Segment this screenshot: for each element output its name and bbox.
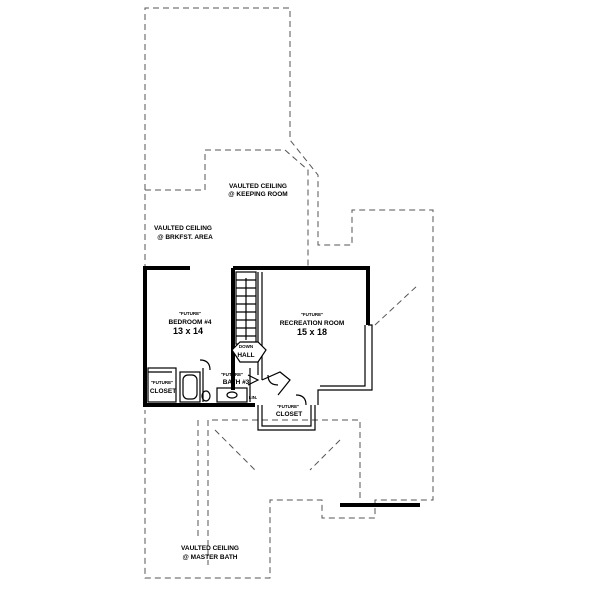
- bath-fixtures: [147, 367, 251, 403]
- label-vaulted-master-1: VAULTED CEILING: [181, 545, 239, 552]
- label-bath-future: "FUTURE": [221, 372, 244, 377]
- room-labels: VAULTED CEILING @ KEEPING ROOM VAULTED C…: [150, 183, 344, 561]
- label-rec-size: 15 x 18: [297, 327, 327, 337]
- staircase: [235, 271, 257, 345]
- label-vaulted-keeping-1: VAULTED CEILING: [229, 183, 287, 190]
- label-hall: HALL: [237, 352, 254, 359]
- lower-floor-outline: [144, 7, 434, 579]
- label-closet1-name: CLOSET: [150, 388, 176, 395]
- label-bedroom-name: BEDROOM #4: [169, 319, 212, 326]
- label-rec-future: "FUTURE": [301, 312, 324, 317]
- label-down: DOWN: [239, 344, 253, 349]
- label-vaulted-brkfst-1: VAULTED CEILING: [154, 225, 212, 232]
- label-vaulted-keeping-2: @ KEEPING ROOM: [228, 191, 287, 198]
- label-bedroom-future: "FUTURE": [179, 311, 202, 316]
- door-swings: [199, 359, 307, 406]
- label-closet1-future: "FUTURE": [151, 380, 174, 385]
- label-rec-name: RECREATION ROOM: [280, 320, 345, 327]
- label-bath-name: BATH #3: [223, 379, 250, 386]
- label-linen: LIN.: [249, 395, 258, 400]
- label-closet2-name: CLOSET: [276, 411, 302, 418]
- label-vaulted-brkfst-2: @ BRKFST. AREA: [157, 234, 213, 241]
- hall-outline: [231, 341, 267, 363]
- label-bedroom-size: 13 x 14: [173, 326, 203, 336]
- label-vaulted-master-2: @ MASTER BATH: [183, 554, 238, 561]
- upper-floor-walls: [143, 266, 420, 507]
- label-closet2-future: "FUTURE": [277, 404, 300, 409]
